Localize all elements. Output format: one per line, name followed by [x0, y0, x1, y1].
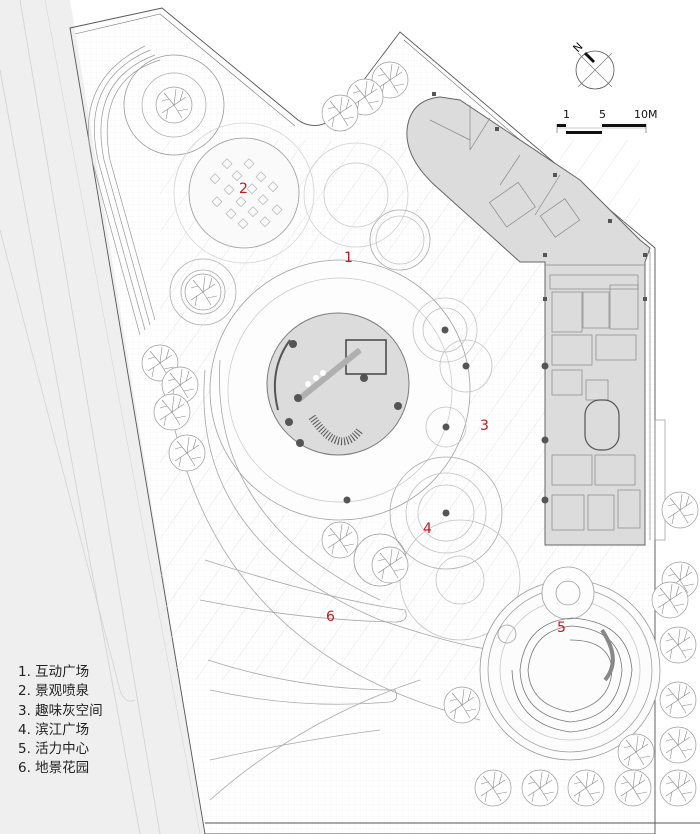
zone-label-2: 2 [239, 181, 248, 197]
legend: 1. 互动广场 2. 景观喷泉 3. 趣味灰空间 4. 滨江广场 5. 活力中心… [18, 663, 103, 779]
scale-bar [556, 124, 647, 134]
terrace-steps [88, 45, 161, 336]
scale-tick-10m: 10M [634, 108, 658, 121]
legend-item: 6. 地景花园 [18, 760, 90, 777]
building [406, 92, 666, 546]
fountain-area [123, 54, 431, 326]
legend-item: 3. 趣味灰空间 [18, 702, 103, 719]
activity-center [479, 566, 661, 761]
fountain-jets [209, 158, 283, 230]
north-arrow-icon [575, 50, 615, 90]
zone-label-4: 4 [423, 521, 432, 537]
zone-label-3: 3 [480, 418, 489, 434]
legend-item: 1. 互动广场 [18, 664, 90, 680]
legend-item: 5. 活力中心 [18, 741, 90, 758]
central-pavilion [209, 259, 471, 521]
legend-item: 4. 滨江广场 [18, 721, 90, 738]
landscape-garden-paths [174, 359, 501, 801]
road [0, 0, 205, 834]
riverside-plaza [353, 297, 521, 641]
bollards [441, 326, 470, 517]
scale-tick-1: 1 [563, 108, 570, 121]
zone-label-6: 6 [326, 609, 335, 625]
zone-label-1: 1 [344, 250, 353, 266]
zone-label-5: 5 [557, 620, 566, 636]
scale-tick-5: 5 [599, 108, 606, 121]
legend-item: 2. 景观喷泉 [18, 683, 90, 700]
